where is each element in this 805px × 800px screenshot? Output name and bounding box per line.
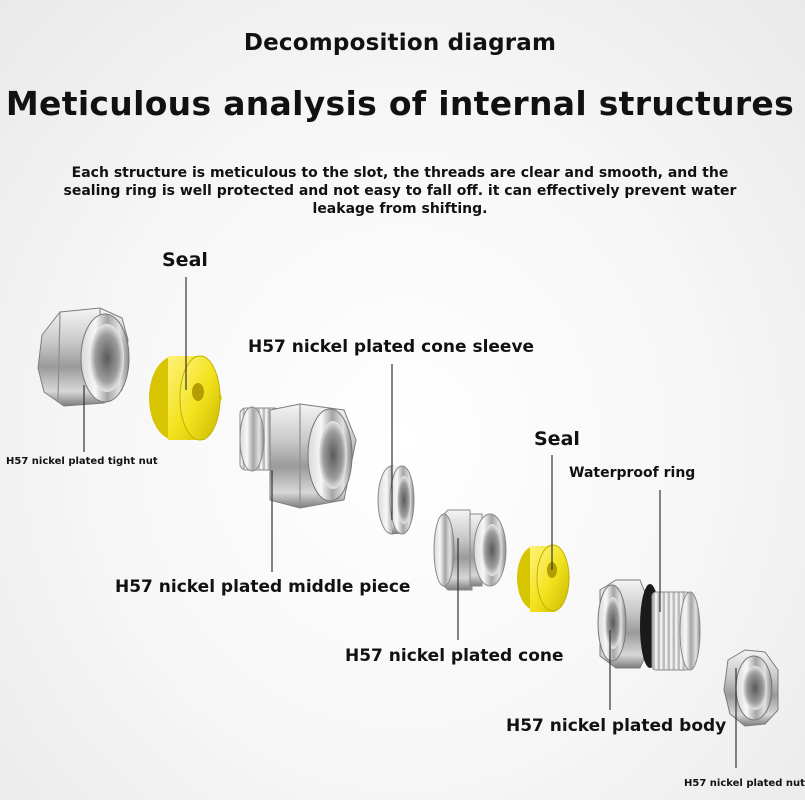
label-middle-piece: H57 nickel plated middle piece: [115, 577, 411, 597]
label-tight-nut: H57 nickel plated tight nut: [6, 456, 158, 467]
label-body: H57 nickel plated body: [506, 716, 727, 736]
label-seal-1: Seal: [162, 249, 208, 271]
diagram-description: Each structure is meticulous to the slot…: [63, 165, 737, 217]
label-seal-2: Seal: [534, 428, 580, 450]
cone-sleeve-part: [377, 465, 415, 535]
tight-nut-part: [37, 307, 130, 407]
body-part: [597, 579, 701, 671]
label-waterproof-ring: Waterproof ring: [569, 465, 696, 481]
seal-2-part: [517, 544, 570, 612]
cone-part: [433, 509, 507, 591]
label-cone-sleeve: H57 nickel plated cone sleeve: [248, 337, 535, 357]
diagram-title: Decomposition diagram: [243, 30, 557, 56]
label-cone: H57 nickel plated cone: [345, 646, 564, 666]
leader-lines: [83, 277, 737, 768]
nut-part: [723, 649, 779, 727]
middle-piece-part: [239, 403, 357, 509]
seal-1-part: [149, 355, 222, 441]
label-nut: H57 nickel plated nut: [684, 778, 805, 789]
diagram-heading: Meticulous analysis of internal structur…: [5, 84, 795, 123]
